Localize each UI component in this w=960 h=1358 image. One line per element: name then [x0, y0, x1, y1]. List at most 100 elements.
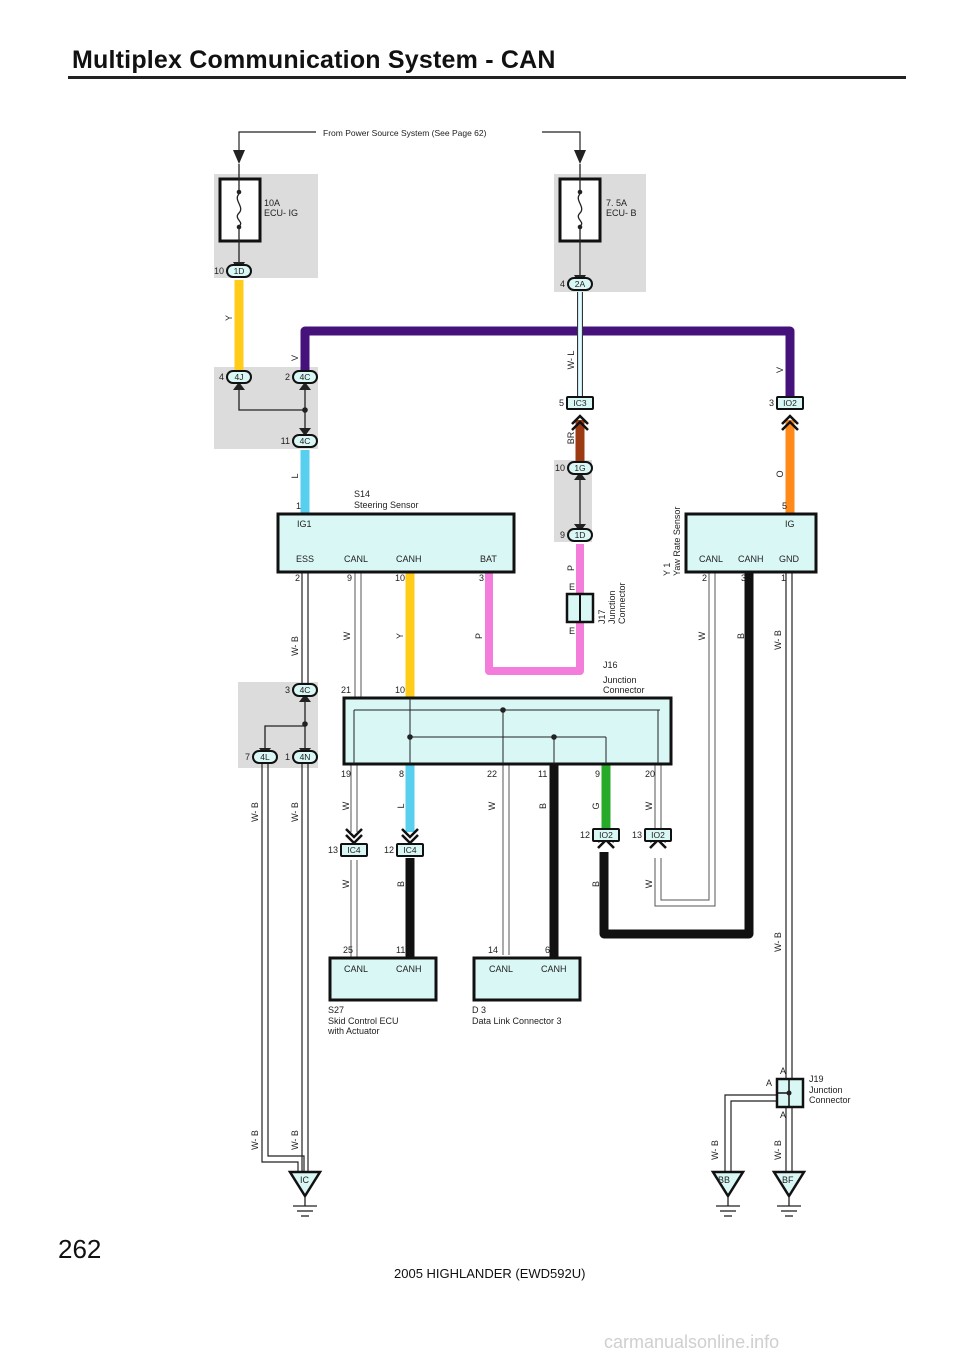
- connector-id: 2A: [575, 279, 586, 289]
- j16-top-10: 10: [395, 685, 405, 695]
- wire-label-wb1: W- B: [290, 636, 300, 656]
- connector-pin: 1: [285, 752, 290, 762]
- steering-pin-bat: BAT: [480, 554, 497, 564]
- page-number: 262: [58, 1234, 102, 1264]
- skid-num-canl: 25: [343, 945, 353, 955]
- connector-c-2a: 2A 4: [560, 277, 593, 291]
- wire-label-v-right: V: [775, 367, 785, 373]
- ground-bf-label: BF: [782, 1175, 794, 1185]
- connector-pin: 12: [384, 845, 394, 855]
- connector-pin: 3: [285, 685, 290, 695]
- connector-pin: 13: [632, 830, 642, 840]
- wire-label-y-top: Y: [224, 315, 234, 321]
- j17-pin-bot: E: [569, 626, 575, 636]
- wire-label-wl: W- L: [566, 351, 576, 370]
- connector-pin: 4: [560, 279, 565, 289]
- wire-label-g9: G: [591, 802, 601, 809]
- wire-wb-ess: [301, 572, 309, 684]
- connector-id: 4N: [300, 752, 311, 762]
- dlc-num-canh: 6: [545, 945, 550, 955]
- skid-pin-canh: CANH: [396, 964, 422, 974]
- dlc-code: D 3: [472, 1005, 486, 1015]
- wire-label-l8: L: [396, 803, 406, 808]
- j16-bot-9: 9: [595, 769, 600, 779]
- wire-label-wb-bb: W- B: [710, 1140, 720, 1160]
- dlc3-box: [472, 956, 582, 1002]
- skid-line2: with Actuator: [327, 1026, 380, 1036]
- j16-bot-11: 11: [538, 769, 547, 779]
- connector-pin: 7: [245, 752, 250, 762]
- yaw-pin-canh: CANH: [738, 554, 764, 564]
- wire-wb-bb: [724, 1094, 793, 1172]
- wire-label-wb-ic-l: W- B: [250, 1130, 260, 1150]
- wire-label-wb-4n: W- B: [290, 802, 300, 822]
- connector-c-4c-11: 4C 11: [281, 434, 318, 448]
- wire-label-b-ic4: B: [396, 881, 406, 887]
- wire-label-b11: B: [538, 803, 548, 809]
- yaw-num-gnd: 1: [781, 573, 786, 583]
- steering-pin-ess: ESS: [296, 554, 314, 564]
- connector-c-4c-3: 4C3: [285, 683, 318, 697]
- wire-w-canl: [354, 572, 362, 698]
- connector-id: 1G: [574, 463, 585, 473]
- wire-label-w-canl: W: [342, 631, 352, 640]
- fuse-right-rating: 7. 5A: [606, 198, 627, 208]
- wire-label-b-io2: B: [591, 881, 601, 887]
- watermark: carmanualsonline.info: [604, 1332, 780, 1352]
- wire-label-wb-bf: W- B: [773, 1140, 783, 1160]
- j16-code: J16: [603, 660, 618, 670]
- j16-bot-22: 22: [487, 769, 497, 779]
- j16-line2: Connector: [603, 685, 645, 695]
- wire-label-wb-yaw: W- B: [773, 630, 783, 650]
- dlc-name: Data Link Connector 3: [472, 1016, 562, 1026]
- connector-id: 4L: [260, 752, 270, 762]
- steering-num-canh: 10: [395, 573, 405, 583]
- j16-bot-19: 19: [341, 769, 351, 779]
- j16-internal: [353, 698, 660, 764]
- wire-w-yaw: [654, 572, 716, 907]
- connector-c-4j: 4J4: [219, 370, 252, 384]
- connector-id: 4C: [300, 372, 311, 382]
- wire-wb-yaw: [785, 572, 793, 1080]
- j19-line2: Connector: [809, 1095, 851, 1105]
- connector-c-4c-2: 4C2: [285, 370, 318, 384]
- connector-c-4n: 4N 1: [285, 750, 318, 764]
- fuse-ecu-ig: [218, 164, 262, 263]
- steering-pin-canl: CANL: [344, 554, 368, 564]
- connector-pin: 10: [555, 463, 565, 473]
- j16-top-21: 21: [341, 685, 351, 695]
- connector-id: 4C: [300, 436, 311, 446]
- wire-wb-ground-ic: [261, 764, 309, 1172]
- ground-bf: [771, 1170, 807, 1217]
- wire-label-w-ic4: W: [341, 879, 351, 888]
- wire-v-bus: [300, 326, 795, 396]
- connector-id: IC4: [403, 845, 417, 855]
- skid-num-canh: 11: [396, 945, 405, 955]
- connector-c-1d-9: 1D9: [560, 528, 593, 542]
- j16-line1: Junction: [603, 675, 637, 685]
- connector-pin: 11: [281, 436, 290, 446]
- yaw-pin-canl: CANL: [699, 554, 723, 564]
- wire-label-br: BR: [566, 431, 576, 444]
- wire-label-wb-ic-r: W- B: [290, 1130, 300, 1150]
- j19-a-bot: A: [780, 1110, 786, 1120]
- wire-label-b-yaw: B: [736, 633, 746, 639]
- wire-label-l-top: L: [290, 473, 300, 478]
- wire-label-wb-mid: W- B: [773, 932, 783, 952]
- connector-pin: 12: [580, 830, 590, 840]
- skid-line1: Skid Control ECU: [328, 1016, 399, 1026]
- connector-id: 4J: [235, 372, 244, 382]
- j16-box: [342, 696, 673, 766]
- dlc-num-canl: 14: [488, 945, 498, 955]
- wire-label-wb-4l: W- B: [250, 802, 260, 822]
- j17-code: J17: [597, 609, 607, 624]
- wire-label-p-mid: P: [566, 565, 576, 571]
- ground-ic-label: IC: [300, 1175, 310, 1185]
- yaw-sensor-box: [684, 512, 818, 574]
- wire-label-y-canh: Y: [395, 633, 405, 639]
- dlc-pin-canh: CANH: [541, 964, 567, 974]
